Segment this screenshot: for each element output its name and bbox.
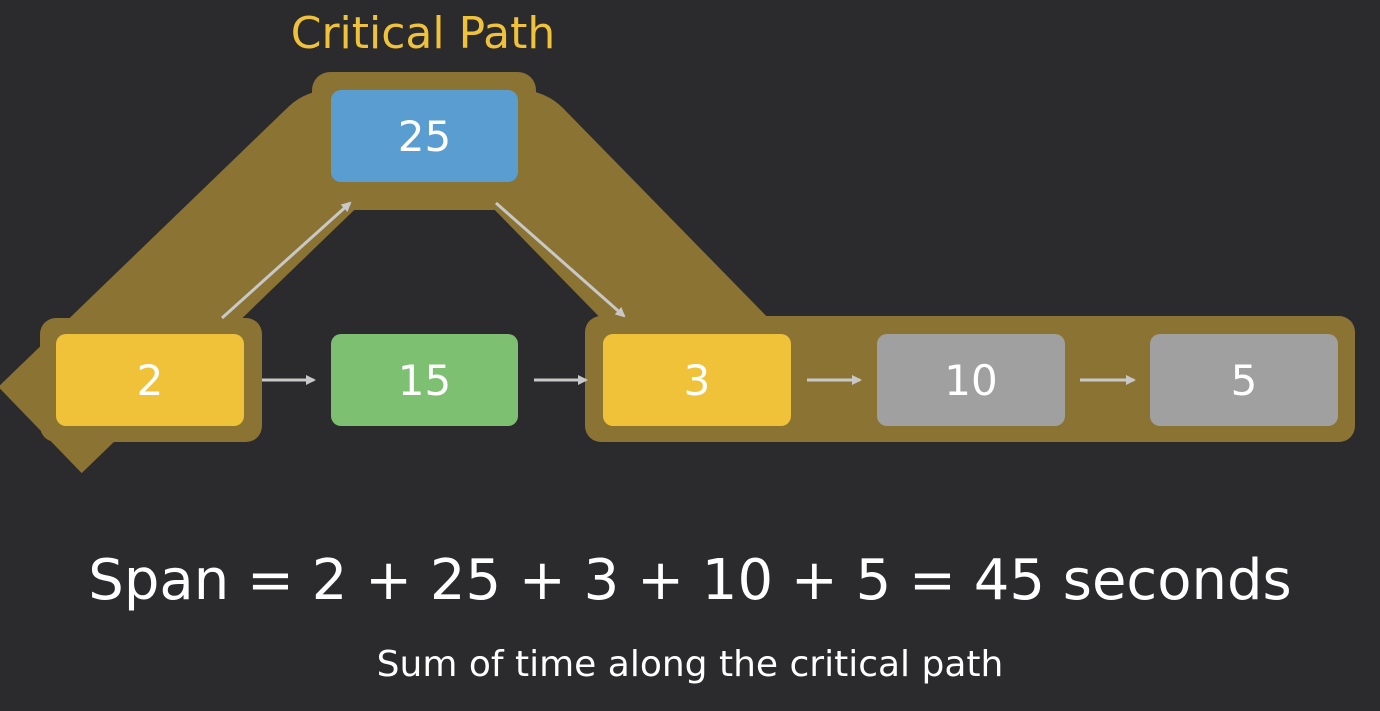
span-formula: Span = 2 + 25 + 3 + 10 + 5 = 45 seconds <box>88 548 1292 613</box>
task-node-box <box>877 334 1065 426</box>
task-node-n3: 15 <box>331 334 518 426</box>
task-node-box <box>331 90 518 182</box>
edge-arrows <box>220 201 1136 385</box>
critical-path-title: Critical Path <box>290 8 556 59</box>
task-node-n2: 25 <box>331 90 518 182</box>
task-node-value: 10 <box>944 356 997 405</box>
task-nodes: 2 25 15 3 10 5 <box>56 90 1338 426</box>
task-node-box <box>56 334 244 426</box>
task-node-n5: 10 <box>877 334 1065 426</box>
span-caption: Sum of time along the critical path <box>376 644 1004 685</box>
edge-arrow-n1-n2 <box>220 201 352 320</box>
task-node-n1: 2 <box>56 334 244 426</box>
task-node-n4: 3 <box>603 334 791 426</box>
task-node-value: 2 <box>137 356 164 405</box>
task-node-value: 15 <box>398 356 451 405</box>
task-node-value: 3 <box>684 356 711 405</box>
task-node-box <box>331 334 518 426</box>
task-node-box <box>603 334 791 426</box>
edge-arrow-n2-n4 <box>495 201 626 318</box>
task-node-value: 5 <box>1231 356 1258 405</box>
task-node-value: 25 <box>398 112 451 161</box>
task-node-n6: 5 <box>1150 334 1338 426</box>
task-node-box <box>1150 334 1338 426</box>
